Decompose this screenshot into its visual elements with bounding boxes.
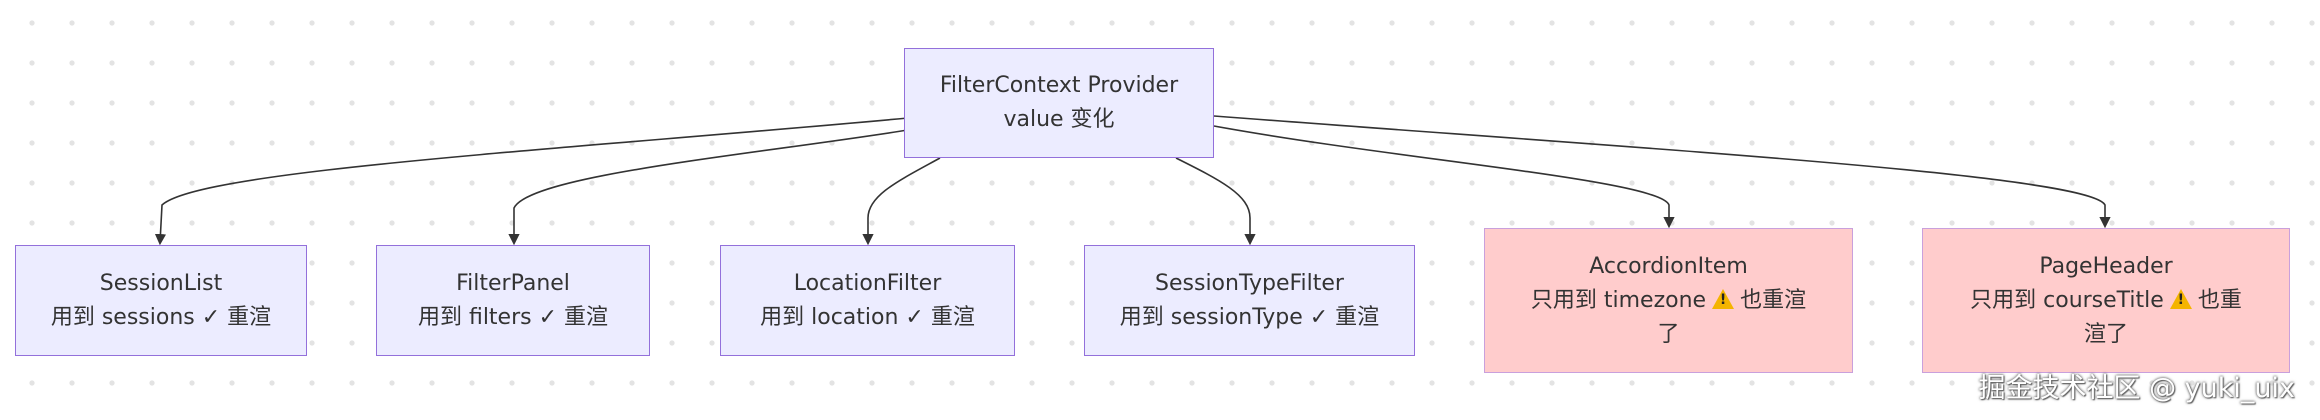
- node-subtitle: 用到 sessions ✓ 重渲: [50, 304, 272, 330]
- edge-root-to-filterpanel: [508, 129, 909, 246]
- node-title: AccordionItem: [1589, 253, 1748, 279]
- node-subtitle-part: 也重: [2197, 287, 2242, 313]
- node-title: SessionList: [99, 270, 223, 296]
- node-subtitle: 用到 location ✓ 重渲: [760, 304, 975, 330]
- node-subtitle-part: 只用到 timezone: [1530, 287, 1707, 313]
- node-subtitle: 用到 filters ✓ 重渲: [417, 304, 609, 330]
- node-subtitle-part: 也重渲: [1740, 287, 1807, 313]
- node-title: FilterContext Provider: [939, 73, 1179, 98]
- node-subtitle: 只用到 courseTitle 也重: [1970, 284, 2242, 318]
- node-subtitle: value 变化: [1003, 107, 1115, 132]
- pageheader-node: PageHeader 只用到 courseTitle 也重 渲了: [1922, 228, 2290, 373]
- edge-root-to-pageheader: [1213, 115, 2111, 229]
- edge-root-to-sessiontypefilter: [1175, 157, 1256, 246]
- sessionlist-node: SessionList 用到 sessions ✓ 重渲: [15, 245, 307, 356]
- node-subtitle-end: 渲了: [2083, 321, 2128, 347]
- node-title: SessionTypeFilter: [1155, 270, 1344, 296]
- warning-icon: [2169, 288, 2192, 309]
- warning-icon: [1712, 288, 1735, 309]
- node-title: LocationFilter: [793, 270, 942, 296]
- watermark: 掘金技术社区 @ yuki_uix: [1978, 373, 2296, 404]
- sessiontypefilter-node: SessionTypeFilter 用到 sessionType ✓ 重渲: [1084, 245, 1415, 356]
- node-subtitle-end: 了: [1657, 321, 1680, 347]
- edge-root-to-accordionitem: [1213, 125, 1675, 229]
- locationfilter-node: LocationFilter 用到 location ✓ 重渲: [720, 245, 1015, 356]
- node-title: PageHeader: [2039, 253, 2173, 279]
- node-subtitle-part: 只用到 courseTitle: [1970, 287, 2164, 313]
- filtercontext-provider-node: FilterContext Provider value 变化: [904, 48, 1214, 158]
- node-title: FilterPanel: [456, 270, 570, 296]
- accordionitem-node: AccordionItem 只用到 timezone 也重渲 了: [1484, 228, 1853, 373]
- node-subtitle: 用到 sessionType ✓ 重渲: [1119, 304, 1380, 330]
- filterpanel-node: FilterPanel 用到 filters ✓ 重渲: [376, 245, 650, 356]
- node-subtitle: 只用到 timezone 也重渲: [1531, 284, 1806, 318]
- edge-root-to-sessionlist: [154, 117, 909, 246]
- edge-root-to-locationfilter: [862, 157, 941, 246]
